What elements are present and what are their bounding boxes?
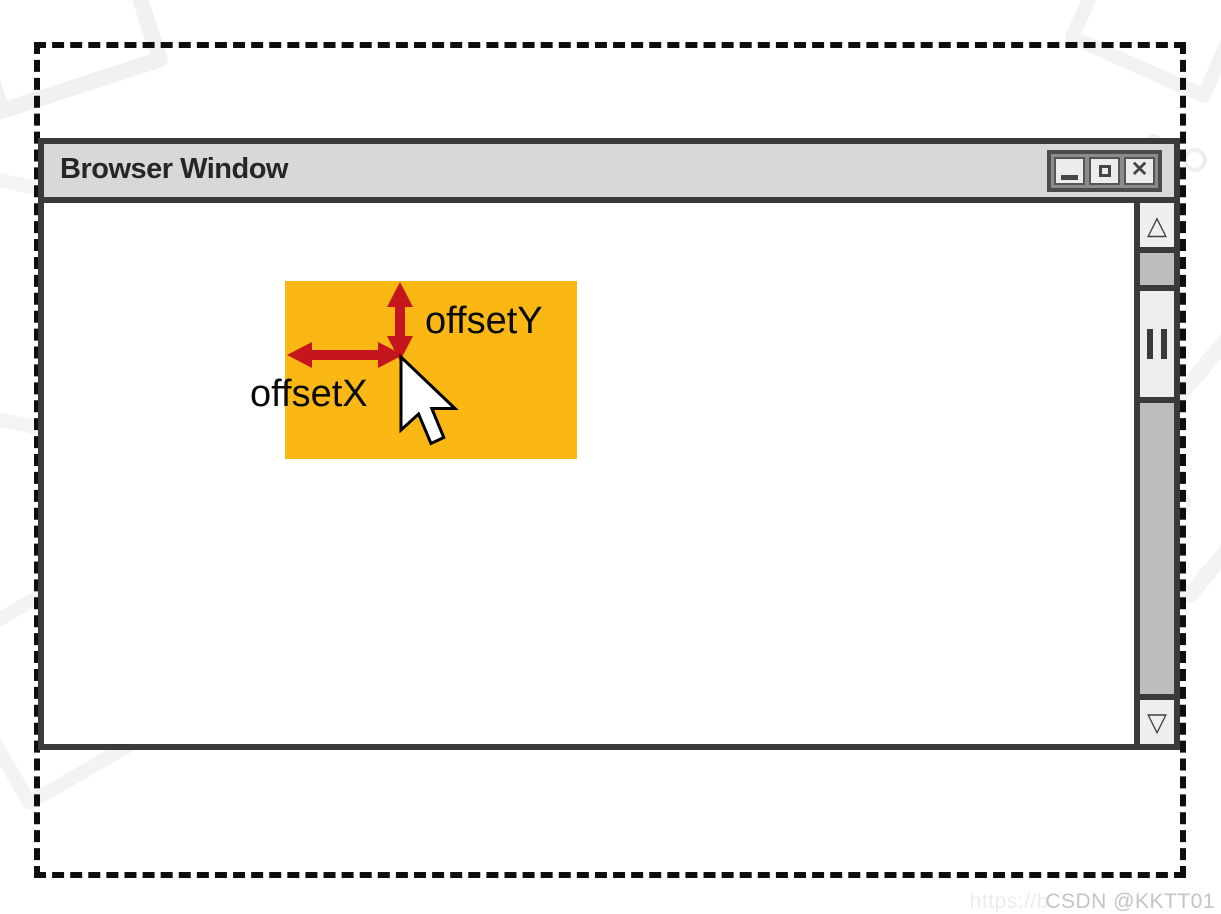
thumb-grip-icon (1147, 329, 1153, 359)
minimize-button[interactable] (1054, 156, 1085, 185)
scroll-down-button[interactable]: ▽ (1140, 694, 1174, 744)
maximize-button[interactable] (1089, 156, 1120, 185)
offsetX-label: offsetX (250, 373, 368, 415)
thumb-grip-icon (1161, 329, 1167, 359)
close-icon: ✕ (1130, 158, 1149, 181)
scroll-up-button[interactable]: △ (1140, 203, 1174, 253)
window-controls: ✕ (1047, 149, 1162, 192)
close-button[interactable]: ✕ (1124, 156, 1155, 185)
scrollbar-thumb[interactable] (1140, 285, 1174, 403)
scroll-up-icon: △ (1147, 210, 1167, 240)
csdn-watermark: https://b CSDN @KKTT01 (970, 890, 1215, 914)
offsetY-label: offsetY (425, 300, 543, 342)
page-boundary-dashed-frame (34, 42, 1186, 878)
watermark-url-prefix: https://b (969, 890, 1049, 913)
window-titlebar[interactable]: Browser Window ✕ (44, 144, 1174, 203)
minimize-icon (1061, 175, 1078, 180)
maximize-icon (1098, 164, 1111, 177)
watermark-handle: CSDN @KKTT01 (1045, 890, 1215, 913)
scroll-down-icon: ▽ (1147, 707, 1167, 737)
window-content: offsetY offsetX △ ▽ (44, 203, 1174, 744)
background-watermark (1183, 148, 1207, 172)
browser-window: Browser Window ✕ (38, 138, 1180, 750)
vertical-scrollbar: △ ▽ (1134, 203, 1174, 744)
window-title: Browser Window (60, 153, 288, 185)
